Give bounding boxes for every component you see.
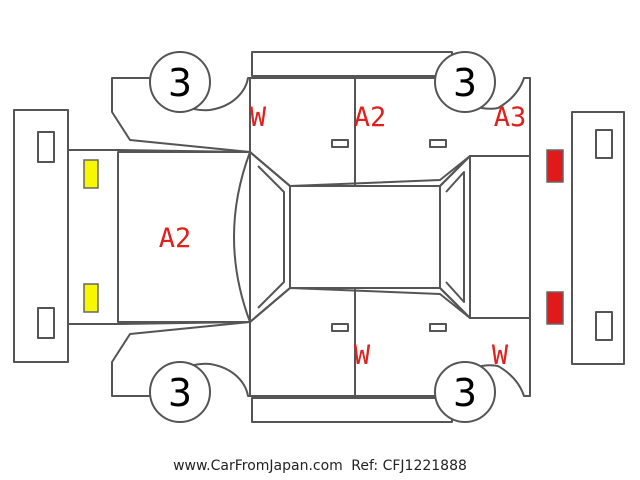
rear-bumper-slot-top <box>595 129 613 159</box>
damage-hood: A2 <box>159 223 192 254</box>
taillight-bottom <box>546 291 564 325</box>
rear-bumper <box>571 111 625 365</box>
roof <box>289 185 441 289</box>
headlight-top <box>83 159 99 189</box>
wheel-rear-right-grade: 3 <box>453 371 477 415</box>
roof-rail-top <box>251 51 453 77</box>
wheel-front-left <box>149 51 211 113</box>
reference-id: Ref: CFJ1221888 <box>351 458 467 474</box>
front-bumper <box>13 109 69 363</box>
wheel-front-right-grade: 3 <box>168 371 192 415</box>
damage-front-door-top: W <box>250 102 267 133</box>
damage-rear-quarter-top: A3 <box>494 102 527 133</box>
front-bumper-slot-top <box>37 131 55 163</box>
damage-rear-quarter-bottom: W <box>492 340 509 371</box>
damage-rear-door-top: A2 <box>354 102 387 133</box>
roof-rail-bottom <box>251 397 453 423</box>
footer-source: www.CarFromJapan.com Ref: CFJ1221888 <box>0 458 640 474</box>
wheel-front-right <box>149 361 211 423</box>
tailgate <box>469 155 531 319</box>
source-site: www.CarFromJapan.com <box>173 458 343 474</box>
wheel-rear-right <box>434 361 496 423</box>
wheel-rear-left-grade: 3 <box>453 61 477 105</box>
front-bumper-slot-bottom <box>37 307 55 339</box>
taillight-top <box>546 149 564 183</box>
damage-rear-door-bottom: W <box>354 340 371 371</box>
windshield <box>233 151 291 323</box>
rear-window <box>439 155 471 319</box>
rear-bumper-slot-bottom <box>595 311 613 341</box>
headlight-bottom <box>83 283 99 313</box>
wheel-front-left-grade: 3 <box>168 61 192 105</box>
wheel-rear-left <box>434 51 496 113</box>
